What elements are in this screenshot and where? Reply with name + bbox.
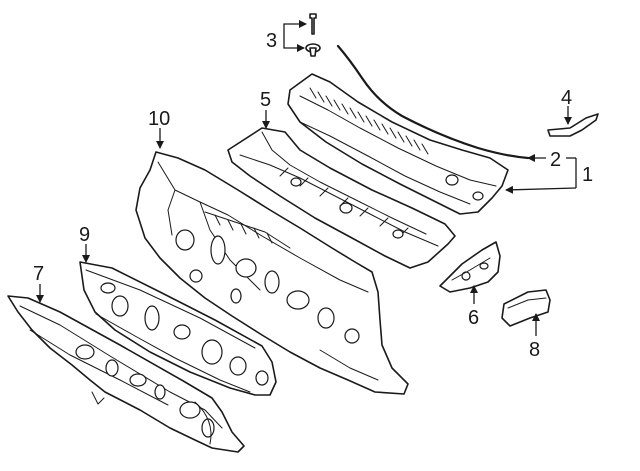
- part-4-bracket: [547, 113, 599, 137]
- callout-2: 2: [550, 149, 561, 171]
- part-3-fasteners: [305, 13, 321, 57]
- callout-9: 9: [79, 224, 90, 246]
- part-8-reinforcement: [501, 289, 551, 327]
- callout-5: 5: [260, 89, 271, 111]
- callout-3: 3: [266, 30, 277, 52]
- callout-8: 8: [529, 339, 540, 361]
- part-2-seal: [336, 44, 530, 160]
- part-10-dash-panel: [135, 151, 409, 395]
- part-5-cowl-panel: [227, 127, 456, 269]
- part-1-cowl-top-panel: [287, 73, 509, 215]
- callout-4: 4: [561, 87, 572, 109]
- callout-7: 7: [33, 263, 44, 285]
- part-6-bracket: [439, 241, 501, 293]
- part-7-dash-insulator-lower: [7, 295, 245, 453]
- part-9-dash-insulator: [79, 261, 277, 396]
- callout-10: 10: [148, 108, 170, 130]
- callout-6: 6: [468, 307, 479, 329]
- callout-1: 1: [582, 164, 593, 186]
- leader-lines: [36, 20, 577, 336]
